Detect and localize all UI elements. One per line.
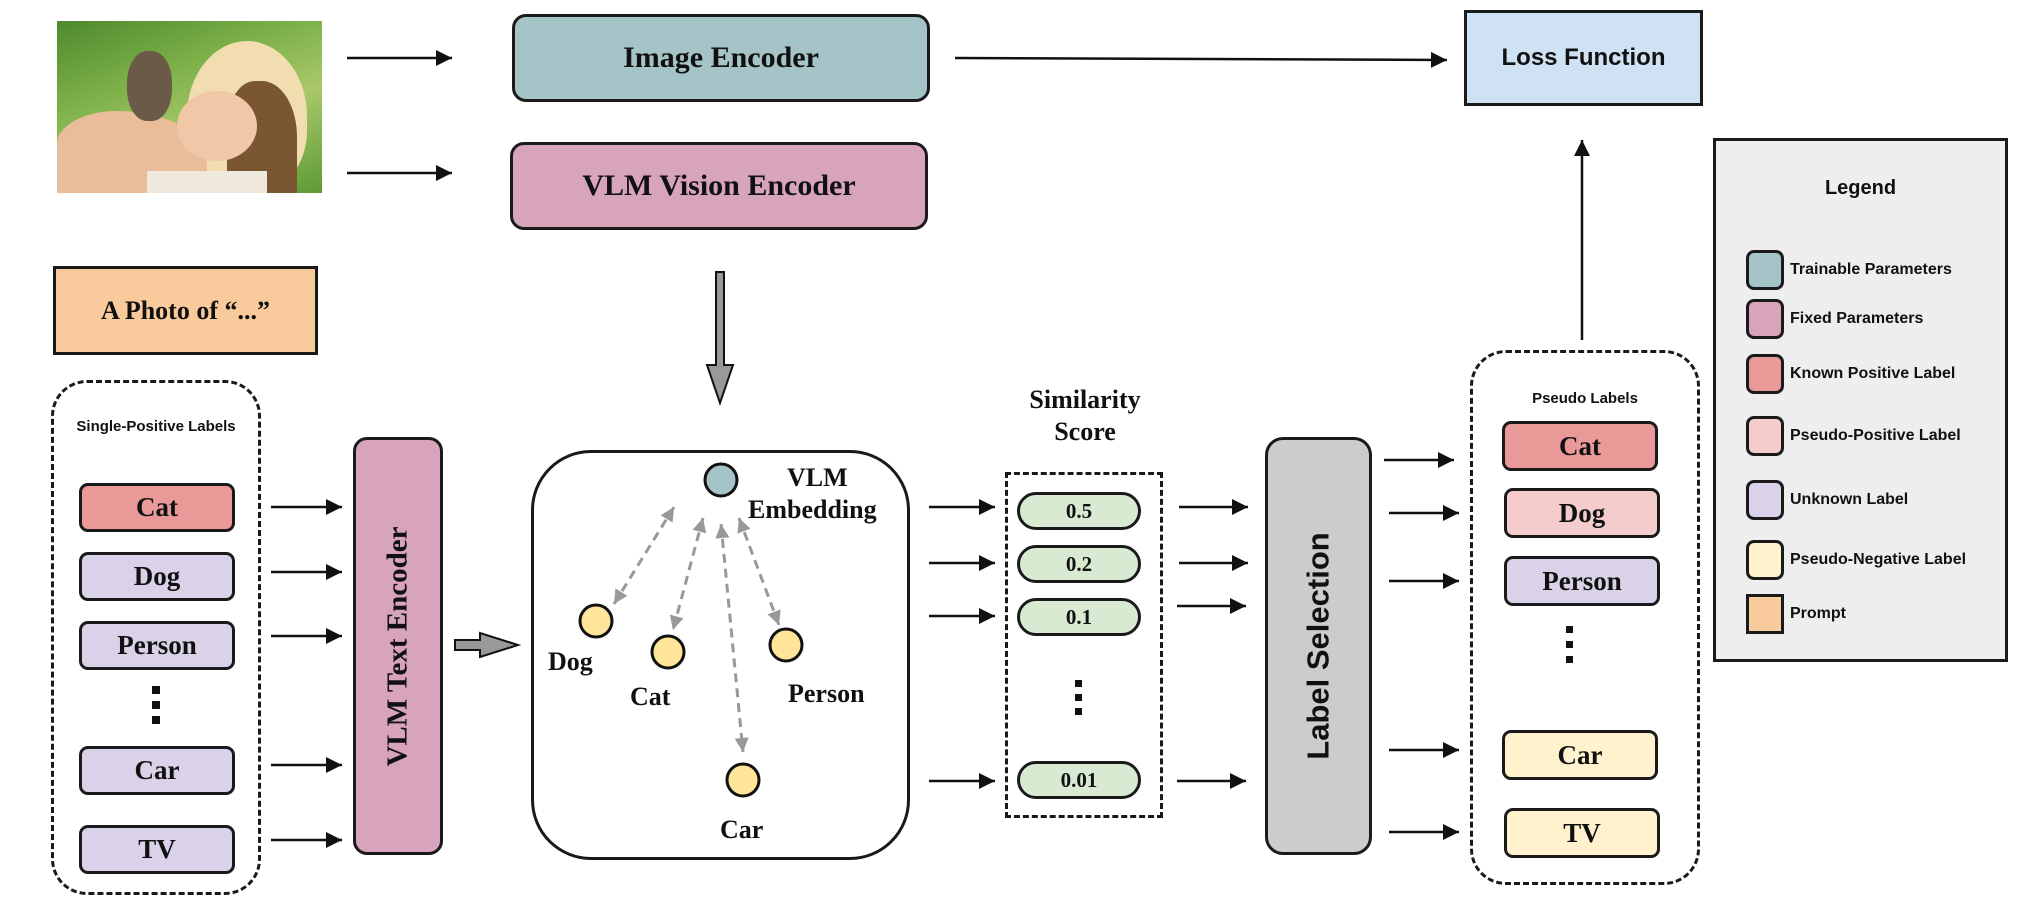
similarity-link-dog (612, 506, 676, 605)
pl-label-text: TV (1563, 817, 1601, 848)
embedding-label-person: Person (788, 679, 865, 708)
vlm-vision-encoder-label: VLM Vision Encoder (582, 169, 856, 202)
score-value: 0.5 (1065, 498, 1093, 523)
similarity-link-cat (669, 517, 707, 631)
image-encoder-block: Image Encoder (512, 14, 930, 102)
pl-label-tv: TV (1504, 808, 1660, 858)
legend-item-unknown: Unknown Label (1746, 479, 1908, 521)
legend-item-trainable: Trainable Parameters (1746, 249, 1952, 291)
embedding-node-person (768, 627, 804, 663)
embedding-node-car (725, 762, 761, 798)
legend-item-fixed: Fixed Parameters (1746, 298, 1923, 340)
pl-label-text: Car (1557, 739, 1603, 770)
sp-label-tv: TV (79, 825, 235, 874)
embedding-node-dog (578, 603, 614, 639)
legend-label: Unknown Label (1790, 491, 1909, 508)
prompt-block: A Photo of “...” (53, 266, 318, 355)
sp-label-dog: Dog (79, 552, 235, 601)
similarity-title-line2: Score (1054, 417, 1116, 446)
arrow-vision-encoder-to-embedding (705, 271, 735, 407)
legend-swatch (1746, 540, 1784, 580)
sp-label-text: Dog (133, 561, 181, 591)
vlm-embedding-title-line1: VLM (787, 463, 848, 492)
pseudo-labels-group (1470, 350, 1700, 885)
pl-label-cat: Cat (1502, 421, 1658, 471)
sp-label-text: Cat (136, 492, 178, 522)
legend-item-known-positive: Known Positive Label (1746, 353, 1955, 395)
legend-panel: Legend Trainable Parameters Fixed Parame… (1713, 138, 2008, 662)
score-ellipsis-icon (1075, 680, 1085, 722)
sp-label-text: TV (138, 834, 176, 864)
label-selection-block: Label Selection (1265, 437, 1372, 855)
pseudo-labels-title: Pseudo Labels (1532, 390, 1638, 407)
single-positive-labels-title: Single-Positive Labels (76, 418, 236, 435)
similarity-link-person (737, 517, 781, 626)
score-pill: 0.1 (1017, 598, 1141, 636)
arrow-text-encoder-to-embedding (454, 631, 522, 659)
single-positive-labels-group (51, 380, 261, 895)
input-photo (57, 21, 322, 193)
pl-label-car: Car (1502, 730, 1658, 780)
embedding-label-cat: Cat (630, 682, 671, 711)
legend-label: Fixed Parameters (1790, 310, 1924, 327)
sp-ellipsis-icon (152, 686, 162, 728)
pl-label-text: Person (1542, 565, 1622, 596)
arrow-image-encoder-to-loss (954, 51, 1448, 68)
embedding-label-car: Car (720, 815, 763, 844)
embedding-node-cat (650, 634, 686, 670)
sp-label-car: Car (79, 746, 235, 795)
legend-swatch (1746, 354, 1784, 394)
pl-label-person: Person (1504, 556, 1660, 606)
sp-label-cat: Cat (79, 483, 235, 532)
image-encoder-label: Image Encoder (623, 41, 819, 74)
pl-label-text: Dog (1558, 497, 1606, 528)
prompt-label: A Photo of “...” (101, 295, 270, 325)
vlm-embedding-title-line2: Embedding (748, 495, 877, 524)
photo-kitten (127, 51, 172, 121)
legend-label: Known Positive Label (1790, 365, 1956, 382)
legend-item-pseudo-positive: Pseudo-Positive Label (1746, 415, 1961, 457)
pl-ellipsis-icon (1566, 626, 1576, 668)
vlm-vision-encoder-block: VLM Vision Encoder (510, 142, 928, 230)
loss-function-label: Loss Function (1501, 44, 1666, 71)
legend-swatch (1746, 250, 1784, 290)
legend-item-pseudo-negative: Pseudo-Negative Label (1746, 539, 1966, 581)
score-value: 0.2 (1065, 551, 1093, 576)
legend-label: Pseudo-Positive Label (1790, 427, 1961, 444)
vlm-text-encoder-block: VLM Text Encoder (353, 437, 443, 855)
sp-label-text: Car (134, 755, 180, 785)
sp-label-text: Person (117, 630, 197, 660)
legend-label: Trainable Parameters (1790, 261, 1952, 278)
embedding-label-dog: Dog (548, 647, 593, 676)
similarity-title-line1: Similarity (1029, 385, 1141, 414)
legend-swatch (1746, 594, 1784, 634)
sp-label-person: Person (79, 621, 235, 670)
score-pill: 0.5 (1017, 492, 1141, 530)
similarity-score-group (1005, 472, 1163, 818)
legend-title: Legend (1824, 177, 1897, 199)
score-value: 0.1 (1065, 604, 1093, 629)
vlm-embedding-node (703, 462, 739, 498)
legend-swatch (1746, 416, 1784, 456)
legend-label: Pseudo-Negative Label (1790, 551, 1967, 568)
pl-label-text: Cat (1559, 430, 1601, 461)
photo-face (177, 91, 257, 161)
loss-function-block: Loss Function (1464, 10, 1703, 106)
legend-label: Prompt (1790, 605, 1846, 622)
legend-item-prompt: Prompt (1746, 593, 1846, 635)
score-value: 0.01 (1060, 767, 1098, 792)
score-pill: 0.2 (1017, 545, 1141, 583)
legend-swatch (1746, 299, 1784, 339)
legend-swatch (1746, 480, 1784, 520)
pl-label-dog: Dog (1504, 488, 1660, 538)
score-pill: 0.01 (1017, 761, 1141, 799)
similarity-link-car (715, 523, 749, 753)
photo-shirt (147, 171, 267, 193)
similarity-score-title: Similarity Score (1005, 384, 1165, 448)
